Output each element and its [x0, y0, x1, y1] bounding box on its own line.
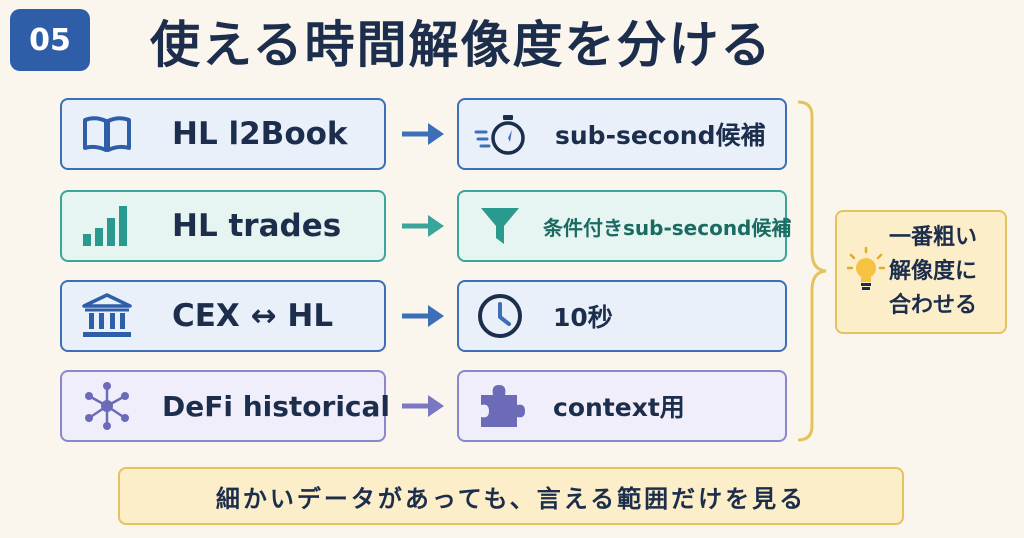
summary-note-text: 一番粗い 解像度に 合わせる [889, 225, 978, 318]
target-box: context用 [457, 370, 787, 442]
source-box: HL l2Book [60, 98, 386, 170]
arrow-right-icon [402, 305, 444, 327]
source-label: HL l2Book [172, 116, 348, 152]
stopwatch-icon [467, 112, 537, 156]
curly-brace-icon [797, 100, 827, 442]
target-label: 条件付きsub-second候補 [543, 215, 792, 240]
clock-icon [465, 292, 535, 340]
arrow-right-icon [402, 395, 444, 417]
target-box: 条件付きsub-second候補 [457, 190, 791, 262]
summary-note: 一番粗い 解像度に 合わせる [835, 210, 1007, 334]
target-box: sub-second候補 [457, 98, 787, 170]
source-label: HL trades [172, 208, 342, 244]
source-box: DeFi historical [60, 370, 390, 442]
target-box: 10秒 [457, 280, 787, 352]
source-label: DeFi historical [162, 389, 391, 423]
bar-chart-icon [72, 204, 142, 248]
book-icon [72, 114, 142, 154]
puzzle-icon [465, 381, 535, 431]
lightbulb-icon [846, 246, 886, 298]
mapping-row-l2book: HL l2Book sub-second候補 [0, 98, 1024, 174]
target-label: sub-second候補 [555, 121, 766, 150]
mapping-row-cex-hl: CEX ↔ HL 10秒 [0, 280, 1024, 356]
arrow-right-icon [402, 123, 444, 145]
mapping-row-defi: DeFi historical context用 [0, 370, 1024, 446]
section-number-badge: 05 [10, 9, 90, 71]
footer-note: 細かいデータがあっても、言える範囲だけを見る [118, 467, 904, 525]
target-label: 10秒 [553, 303, 613, 332]
arrow-right-icon [402, 215, 444, 237]
page-title: 使える時間解像度を分ける [150, 16, 773, 74]
source-label: CEX ↔ HL [172, 298, 334, 334]
bank-icon [72, 293, 142, 339]
funnel-icon [465, 204, 535, 248]
source-box: CEX ↔ HL [60, 280, 386, 352]
source-box: HL trades [60, 190, 386, 262]
mapping-row-trades: HL trades 条件付きsub-second候補 [0, 190, 1024, 266]
target-label: context用 [553, 393, 685, 422]
network-icon [72, 380, 142, 432]
